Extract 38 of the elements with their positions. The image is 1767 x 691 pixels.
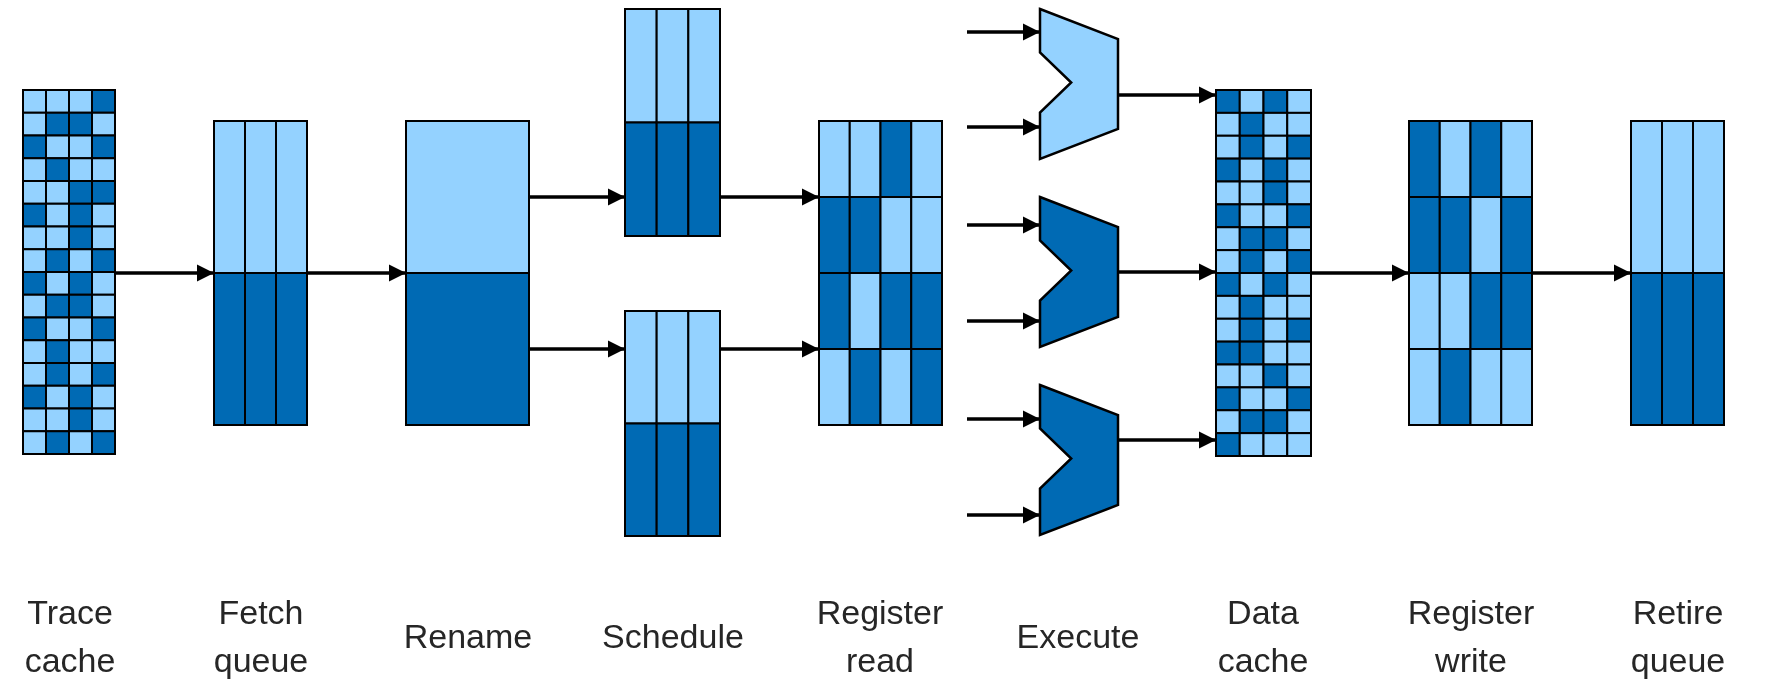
- stage-label: Trace cache: [24, 592, 116, 681]
- stage-label: Execute: [1016, 616, 1140, 657]
- arrow: [967, 23, 1040, 41]
- cache-grid: [1216, 90, 1311, 456]
- arrow: [967, 118, 1040, 136]
- register-file-block: [819, 121, 942, 425]
- arrow: [720, 188, 819, 206]
- arrow: [967, 216, 1040, 234]
- arrow: [1118, 86, 1216, 104]
- arrow: [967, 312, 1040, 330]
- arrow: [1311, 264, 1409, 282]
- arrow: [1118, 263, 1216, 281]
- arrow: [307, 264, 406, 282]
- rename-block: [406, 121, 529, 425]
- arrow: [529, 340, 625, 358]
- stage-label: Rename: [403, 616, 533, 657]
- arrow: [967, 410, 1040, 428]
- alu-shape: [1040, 385, 1118, 535]
- alu-shape: [1040, 197, 1118, 347]
- stage-label: Retire queue: [1630, 592, 1726, 681]
- alu-shape: [1040, 9, 1118, 159]
- stage-label: Data cache: [1217, 592, 1309, 681]
- arrow: [1532, 264, 1631, 282]
- arrow: [720, 340, 819, 358]
- queue-block: [1631, 121, 1724, 425]
- stage-label: Fetch queue: [213, 592, 309, 681]
- arrow: [529, 188, 625, 206]
- stage-label: Schedule: [602, 616, 744, 657]
- register-file-block: [1409, 121, 1532, 425]
- scheduler-block: [625, 9, 720, 236]
- scheduler-block: [625, 311, 720, 536]
- cache-grid: [23, 90, 115, 454]
- stage-label: Register write: [1407, 592, 1535, 681]
- arrow: [1118, 431, 1216, 449]
- arrow: [967, 506, 1040, 524]
- queue-block: [214, 121, 307, 425]
- stage-label: Register read: [816, 592, 944, 681]
- arrow: [115, 264, 214, 282]
